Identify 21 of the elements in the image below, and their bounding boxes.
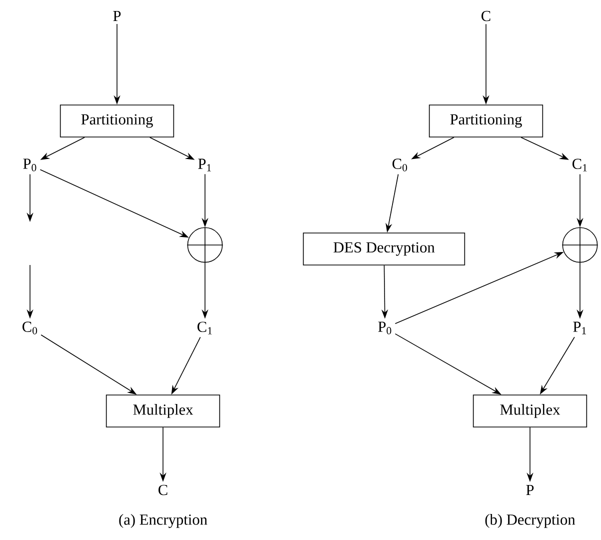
process-box: Partitioning (428, 104, 544, 138)
process-box: Partitioning (60, 104, 174, 138)
process-box: Multiplex (472, 394, 588, 428)
signal-label: C$_{1}$ (572, 158, 587, 172)
signal-label: P$_{1}$ (198, 158, 211, 172)
signal-label: C$_{1}$ (198, 322, 212, 334)
signal-label: P$_{0}$ (378, 322, 392, 334)
signal-label: C$_{0}$ (392, 158, 408, 172)
signal-label: C (158, 484, 168, 496)
signal-label: P (526, 484, 534, 495)
process-box: DES Decryption (302, 232, 466, 266)
process-box: Multiplex (106, 394, 220, 428)
caption: (a) Encryption (119, 514, 208, 528)
signal-label: P (113, 10, 121, 22)
signal-label: P$_{0}$ (23, 158, 36, 172)
signal-label: C (482, 10, 490, 22)
xor-symbol (562, 226, 598, 264)
signal-label: P$_{1}$ (573, 322, 586, 334)
caption: (b) Decryption (485, 514, 576, 528)
xor-symbol (186, 226, 224, 264)
signal-label: C$_{0}$ (22, 322, 38, 334)
